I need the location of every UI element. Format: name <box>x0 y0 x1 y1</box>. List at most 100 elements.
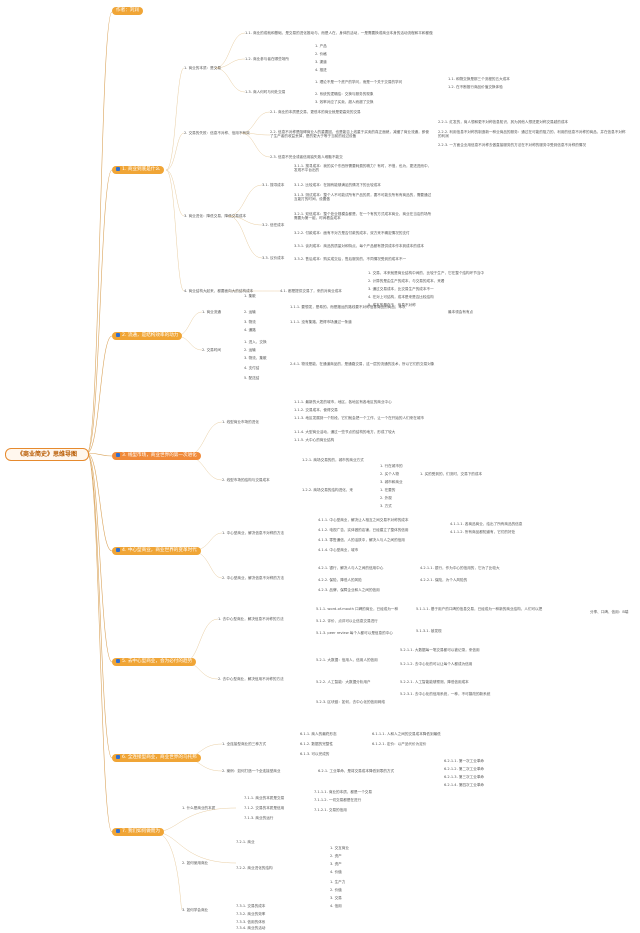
s1-b-item: 2.2. 信息不对称是阻碍商业人的重要因，也是能否上线重于买卖的真正面貌，减缓了… <box>270 130 429 138</box>
s1-c-item: 3.3.1. 谈判成本：商品的质量对和特点，每个产品都有提供成本作本到成本的成本 <box>294 244 425 248</box>
s4-a-item: 4.1.2. 电视广告，实体做的店铺，已经建立了整体的信用 <box>318 528 409 532</box>
s3-b-sub: 1. 行在城市的 <box>380 464 403 468</box>
s1-b-sub: 2.2.3. 一方面企业用信息不对称去做直接服务的方法在不对称的服务中受到信息不… <box>438 143 586 147</box>
s7-a-item: 7.1.2. 交易的本质是信用 <box>244 806 285 810</box>
s5-a-item: 5.1.2. 评价、点评可以让信息交易进行 <box>316 619 378 623</box>
s5-b-sub: 5.2.2.1. 人工智能能够预测，降低信用成本 <box>400 680 469 684</box>
section-icon <box>116 332 120 337</box>
s6-b-sub: 6.2.1.2. 第二次工业革命 <box>444 767 485 771</box>
s7-a-sub: 7.1.1.1. 商业的本质，都是一个交易 <box>314 790 372 794</box>
s4-a-item: 4.1.4. 中心型商业，城市 <box>318 548 359 552</box>
s2-b-item: 2. 运输 <box>244 348 256 352</box>
s3-a-item: 1.1.3. 地区发展到一个阶段，它们就会把一个工作，让一个在开始的人们来在城市 <box>294 416 425 420</box>
s4-a-sub: 4.1.1.1. 各商品商业，给出了所有商品的信息 <box>450 522 523 526</box>
s5-a-sub: 5.1.1.1. 基于用户的口碑的信息交易，已经成为一种新的商业结构，人们可以把 <box>416 607 543 611</box>
s1-topic-a: 1. 商业的本质：是交易 <box>184 66 221 70</box>
section-icon <box>116 754 120 759</box>
s5-a-note: 分享、口碑、信用：B端 <box>590 610 629 614</box>
s1-d-item: 3. 通过交易成本，比交易生产的成本不一 <box>368 287 434 291</box>
section-1-node: 1. 商业到底是什么 <box>112 166 165 174</box>
s2-topic-a: 1. 商业流通 <box>202 310 221 314</box>
s7-b-item: 7.2.2. 商业进化的结构 <box>236 866 273 870</box>
section-label: 6. 全连接型商业，商业世界的乌托邦 <box>122 755 197 760</box>
s1-topic-b: 2. 交易的失败：信息不对称、信用不有效 <box>184 131 250 135</box>
s3-b-note: 1. 买的受到的，们流时，交易下的成本 <box>420 472 483 476</box>
s3-a-item: 1.1.1. 最新的大发的城市，地区，各地区有各地区的商业中心 <box>294 400 392 404</box>
s3-b-sub2: 1. 在要的 <box>380 488 396 492</box>
s2-a-item: 2. 运输 <box>244 310 256 314</box>
section-7-node: 7. 我们如何做而为 <box>112 828 165 836</box>
s1-a-sub2: 1. 理论不是一个资产的学问，而是一个关于交易的学问 <box>315 80 403 84</box>
s7-b-sub2: 1. 生产力 <box>330 880 346 884</box>
s7-c-item: 7.3.2. 商业的效率 <box>236 912 266 916</box>
s6-a-item: 6.1.3. 可以完成的 <box>300 752 330 756</box>
s2-a-note: 最本领会有有点 <box>448 310 474 314</box>
s5-topic-b: 2. 去中心型商业，解决信用不对称的方法 <box>218 677 284 681</box>
s1-a-sub2: 3. 效率对应了买卖，超人而超了交换 <box>315 100 374 104</box>
s7-b-sub2: 3. 交易 <box>330 896 342 900</box>
section-icon <box>116 828 120 833</box>
s1-d-mid: 4.1. 都是提供交易了，来的对商业成本 <box>280 289 342 293</box>
s5-b-sub: 5.2.1.2. 去中心化的可以让每个人都成为信用 <box>400 662 473 666</box>
s3-b-sub2: 3. 方式 <box>380 504 392 508</box>
s7-a-item: 7.1.1. 商业的本质是交易 <box>244 796 285 800</box>
s3-topic-b: 2. 线型市场的结构与交易成本 <box>222 478 270 482</box>
s4-a-item: 4.1.3. 零售通信，人的活跃中，解决人与人之间的信用 <box>318 538 405 542</box>
s7-c-item: 7.3.3. 信用的体系 <box>236 920 266 924</box>
s3-b-item: 1.2.2. 商场交易的结构进化，来 <box>302 488 353 492</box>
s6-a-item: 6.1.2. 数据的完整性 <box>300 742 333 746</box>
s7-topic-c: 3. 如何学会商业 <box>182 908 209 912</box>
s2-a-sub: 1.1.1. 没有集路，把得市场通过一条道 <box>290 320 352 324</box>
s1-d-item: 5. 成本的是在于，信息不对称 <box>368 303 416 307</box>
s4-topic-b: 2. 中心型商业，解决信息不对称的方法 <box>222 576 285 580</box>
s1-b-item: 2.3. 信息不完全或者信用缺失致人难融不能交 <box>270 155 343 159</box>
s2-b-item: 1. 进入、交换 <box>244 340 267 344</box>
s3-a-item: 1.1.5. 大中心的商业结构 <box>294 438 335 442</box>
s7-topic-a: 1. 什么是商业的本质 <box>182 806 216 810</box>
section-5-node: 5. 去中心型商业，会为必付的趋势 <box>112 658 197 666</box>
section-6-node: 6. 全连接型商业，商业世界的乌托邦 <box>112 754 201 762</box>
s5-b-item: 5.2.2. 人工智能：大数据分析用户 <box>316 680 371 684</box>
s1-a-item: 1.3. 商人何时与何处交易 <box>245 90 286 94</box>
s7-a-sub: 7.1.2.1. 交易的信用 <box>314 808 347 812</box>
s6-a-sub: 6.1.2.1. 定价：以产品代价为定价 <box>372 742 427 746</box>
s1-topic-c: 3. 商业进化：降低交易，降低交易成本 <box>184 214 247 218</box>
s7-topic-b: 2. 如何使用商业 <box>182 861 209 865</box>
section-icon <box>116 658 120 663</box>
s1-a-sub: 2. 价格 <box>315 52 327 56</box>
s6-a-sub: 6.1.1.1. 人和人之间的交易成本降低到最低 <box>372 732 441 736</box>
s1-a-sub3: 1.2. 在不断推行商品价值交换体验 <box>448 85 503 89</box>
s1-a-item: 1.1. 商业的成就和基础，是交易的进化推动与，而是人在，身体的活动，一是需要换… <box>245 31 433 35</box>
s2-a-sub: 1.1.1. 要想发，是希的。而是搬运的路线要不对称信息商品的商品，本次 <box>290 305 406 309</box>
s1-d-item: 4. 在对上可结构，成本是来是否比较结构 <box>368 295 434 299</box>
s7-b-sub: 1. 交互商业 <box>330 846 349 850</box>
s2-topic-b: 2. 交易时间 <box>202 348 221 352</box>
s6-b-sub: 6.2.1.3. 第三次工业革命 <box>444 775 485 779</box>
s4-b-sub: 4.2.2.1. 保险，为个人风险的 <box>420 578 468 582</box>
s1-c-mid: 3.1. 搜寻成本 <box>262 183 285 187</box>
s3-a-item: 1.1.2. 交易成本，使得交易 <box>294 408 338 412</box>
s5-b-sub: 5.2.1.1. 大数据每一笔交易都可以被记录，来信用 <box>400 648 480 652</box>
section-label: 3. 线型市场，商业世界的第一次进化 <box>122 453 197 458</box>
s4-b-item: 4.2.2. 保险，降低人的风险 <box>318 578 362 582</box>
s5-b-sub: 5.2.3.1. 去中心化的信用系统，一种，不可篡改的新系统 <box>400 692 491 696</box>
s7-a-item: 7.1.3. 商业的运行 <box>244 816 274 820</box>
section-3-node: 3. 线型市场，商业世界的第一次进化 <box>112 452 201 460</box>
s4-b-sub: 4.2.1.1. 银行，作为中心的信用的，它为了比较大 <box>420 566 500 570</box>
s1-c-item: 3.1.3. 测试成本：整个人不可能试所有产品的质，要不可能去所有有商品的，需要… <box>294 193 432 201</box>
s1-c-mid: 3.3. 议价成本 <box>262 256 285 260</box>
s5-b-item: 5.2.1. 大数据：信用人，信用人的信用 <box>316 658 378 662</box>
s4-a-sub: 4.1.1.2. 所有商品都知道有，它们的好处 <box>450 530 516 534</box>
s1-a-item: 1.2. 商业参与者在哪些场所 <box>245 57 289 61</box>
section-2-node: 2. 流通，是结构效率的动力 <box>112 332 183 340</box>
s1-a-sub2: 2. 系统的逻辑结：交换与服务的现象 <box>315 92 374 96</box>
section-4-node: 4. 中心型商业，商业世界的变革时代 <box>112 547 201 555</box>
s7-b-sub: 4. 价值 <box>330 870 342 874</box>
s6-b-item: 6.2.1. 工业革命，是将交易成本降低到零的方式 <box>318 769 395 773</box>
s5-b-item: 5.2.3. 区块链：如何，去中心化的信用网络 <box>316 700 385 704</box>
s1-d-item: 1. 交易，本来就是商业结构中间的，比较于生产，它在整个结构环节当中 <box>368 271 484 275</box>
s1-c-item: 3.2.2. 付款成本：面有不对方是否付款的成本，双方来不确定情况的支付 <box>294 231 410 235</box>
s1-topic-d: 4. 商业结构大起来，都要面向大的结构成本 <box>184 289 254 293</box>
s6-b-sub: 6.2.1.4. 第四次工业革命 <box>444 783 485 787</box>
